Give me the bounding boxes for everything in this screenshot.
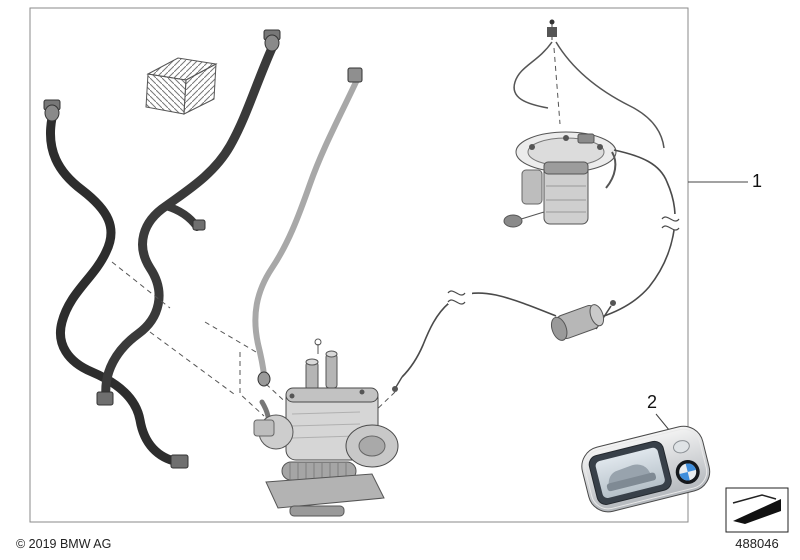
kit-boundary-frame	[29, 7, 689, 523]
coolant-hoses	[46, 43, 359, 467]
auxiliary-heater	[253, 338, 399, 517]
main-group-arrow-icon	[725, 487, 789, 533]
callout-2[interactable]: 2	[647, 392, 658, 412]
hose-fittings	[43, 29, 363, 469]
key-button	[673, 440, 690, 454]
metering-pump	[392, 300, 616, 392]
copyright-notice: © 2019 BMW AG	[16, 537, 112, 551]
line-break-marks	[447, 214, 684, 305]
diagram-number: 488046	[735, 536, 779, 551]
fuel-pump-module	[503, 19, 665, 228]
callout-1[interactable]: 1	[752, 171, 763, 191]
bmw-roundel-icon	[675, 459, 700, 484]
transport-box	[145, 57, 218, 115]
key-screen-car-icon	[608, 464, 652, 486]
display-key	[581, 425, 711, 513]
